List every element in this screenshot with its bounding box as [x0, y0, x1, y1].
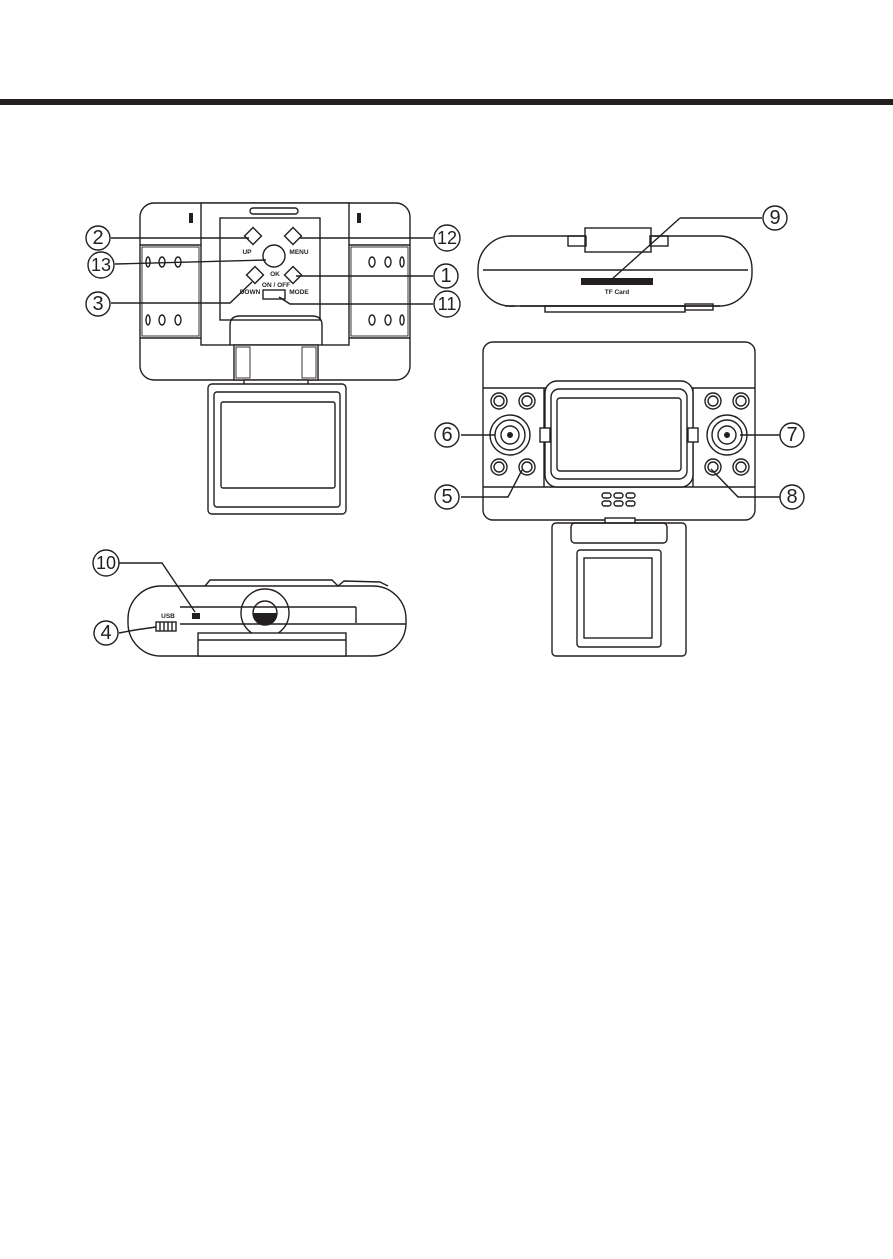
svg-text:7: 7 [786, 424, 797, 446]
callout-7: 7 [780, 423, 804, 447]
svg-text:8: 8 [786, 486, 797, 508]
callout-12: 12 [434, 225, 460, 251]
on-off-label: ON / OFF [262, 282, 290, 289]
rear-view: UP MENU OK DOWN ON / OFF MODE [140, 203, 410, 514]
callout-1: 1 [434, 264, 458, 288]
callout-5: 5 [435, 485, 459, 509]
top-view: TF Card [478, 228, 752, 312]
callout-13: 13 [88, 252, 114, 278]
callout-10: 10 [93, 550, 119, 576]
svg-text:1: 1 [440, 265, 451, 287]
svg-text:11: 11 [438, 294, 457, 314]
svg-text:2: 2 [92, 227, 103, 249]
svg-text:12: 12 [437, 228, 457, 248]
side-view: USB [128, 580, 406, 656]
callout-8: 8 [780, 485, 804, 509]
callout-6: 6 [435, 423, 459, 447]
svg-text:10: 10 [96, 553, 116, 573]
menu-label: MENU [289, 249, 308, 256]
svg-text:3: 3 [92, 293, 103, 315]
callout-2: 2 [86, 226, 110, 250]
mode-label: MODE [289, 289, 309, 296]
callout-9: 9 [763, 206, 787, 230]
callout-11: 11 [434, 291, 460, 317]
tf-card-slot[interactable] [581, 278, 653, 285]
tf-card-label: TF Card [605, 289, 630, 296]
callout-4: 4 [94, 621, 118, 645]
svg-text:6: 6 [441, 424, 452, 446]
front-view [483, 342, 755, 656]
svg-text:5: 5 [441, 486, 452, 508]
mic-hole [192, 613, 200, 619]
up-label: UP [242, 249, 252, 256]
usb-label: USB [161, 613, 175, 620]
callout-3: 3 [86, 292, 110, 316]
svg-text:13: 13 [91, 255, 111, 275]
ok-label: OK [270, 271, 280, 278]
svg-text:4: 4 [100, 622, 111, 644]
svg-text:9: 9 [769, 207, 780, 229]
